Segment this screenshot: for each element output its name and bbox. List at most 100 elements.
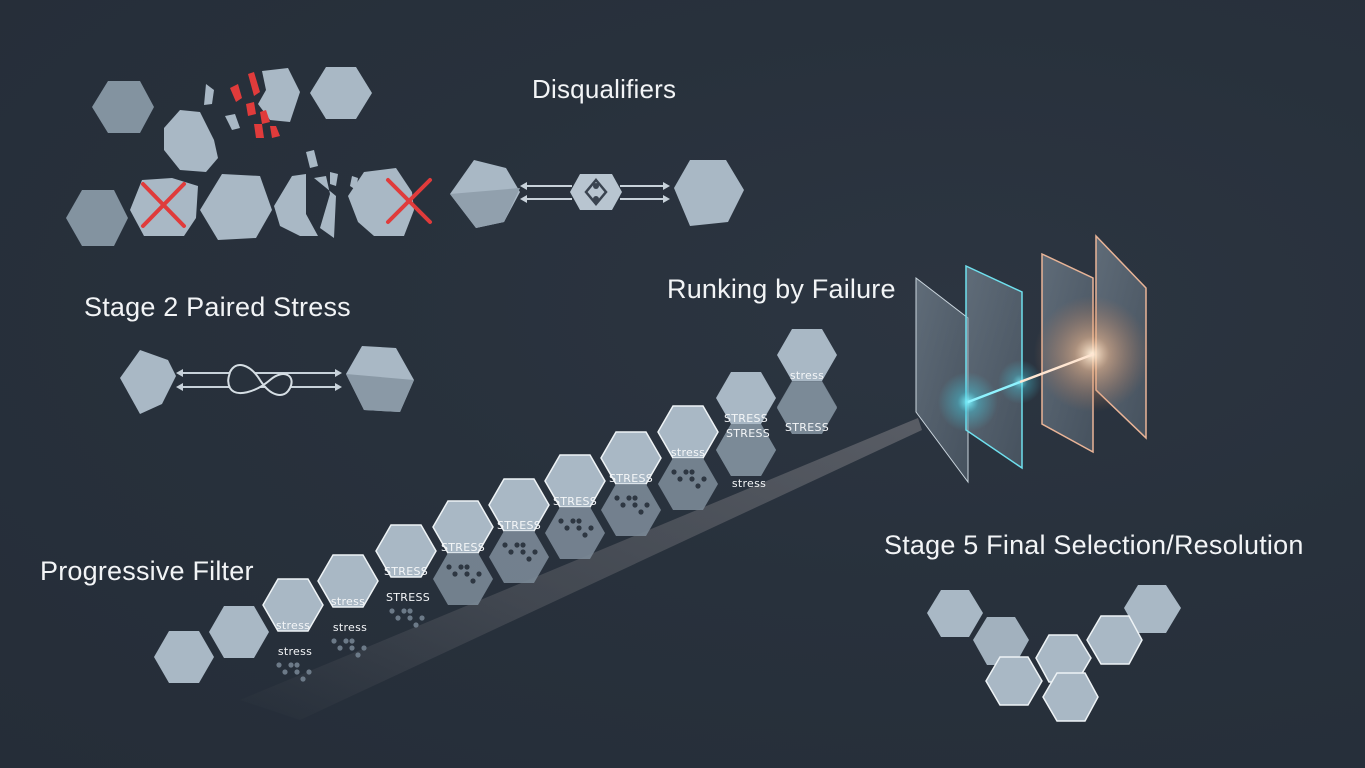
- particle-dot: [689, 469, 695, 475]
- stress-label: STRESS: [553, 495, 597, 508]
- twisted-link-icon: [227, 364, 293, 396]
- filter-hexagon-icon: [777, 382, 837, 434]
- particle-dot: [395, 615, 401, 621]
- particle-dot: [632, 502, 638, 508]
- hexagon-icon: [973, 617, 1029, 665]
- hexagon-icon: [310, 67, 372, 119]
- light-beam-icon: [1019, 352, 1095, 384]
- particle-dot: [564, 525, 570, 531]
- particle-dot: [446, 564, 452, 570]
- particle-dot: [401, 608, 407, 614]
- particle-dot: [520, 549, 526, 555]
- stress-label: STRESS: [785, 421, 829, 434]
- particle-dot: [276, 662, 282, 668]
- particle-dot: [671, 469, 677, 475]
- stage2-paired-stress: [120, 346, 414, 414]
- particle-dot: [683, 469, 689, 475]
- particle-dot: [464, 564, 470, 570]
- hexagon-icon: [716, 372, 776, 424]
- hexagon-icon: [262, 578, 324, 632]
- particle-dot: [300, 676, 306, 682]
- crossed-out-hexagon-icon: [130, 178, 198, 236]
- particle-dot: [343, 638, 349, 644]
- stress-label: stress: [276, 619, 310, 632]
- particle-dot: [632, 495, 638, 501]
- particle-dot: [306, 669, 312, 675]
- stress-label: STRESS: [609, 472, 653, 485]
- stress-label: stress: [671, 446, 705, 459]
- particle-dot: [701, 476, 707, 482]
- hexagon-icon: [657, 405, 719, 459]
- particle-dot: [614, 495, 620, 501]
- disqualifiers-title: Disqualifiers: [532, 74, 677, 104]
- particle-dot: [389, 608, 395, 614]
- hexagon-icon: [927, 590, 983, 637]
- hexagon-icon: [777, 329, 837, 381]
- particle-dot: [470, 578, 476, 584]
- stage5-title: Stage 5 Final Selection/Resolution: [884, 530, 1304, 560]
- hexagon-icon: [432, 500, 494, 554]
- particle-dot: [582, 532, 588, 538]
- particle-dot: [677, 476, 683, 482]
- particle-dot: [361, 645, 367, 651]
- hexagon-icon: [120, 350, 176, 414]
- stress-label: stress: [278, 645, 312, 658]
- progressive-title: Progressive Filter: [40, 556, 254, 586]
- hexagon-icon: [600, 431, 662, 485]
- particle-dot: [419, 615, 425, 621]
- stress-label: STRESS: [384, 565, 428, 578]
- glass-pane-icon: [915, 276, 969, 484]
- shattered-hexagon-icon: [164, 68, 300, 172]
- ranking-panes: [915, 234, 1150, 484]
- particle-dot: [294, 669, 300, 675]
- particle-dot: [331, 638, 337, 644]
- crossed-out-hexagon-icon: [348, 168, 432, 236]
- hexagon-icon: [375, 524, 437, 578]
- particle-dot: [620, 502, 626, 508]
- paired-hexagons-link-icon: [450, 160, 744, 228]
- stress-label: stress: [732, 477, 766, 490]
- particle-dot: [337, 645, 343, 651]
- hexagon-icon: [985, 656, 1043, 706]
- particle-dot: [638, 509, 644, 515]
- particle-dot: [458, 564, 464, 570]
- particle-dot: [532, 549, 538, 555]
- cracked-hexagon-icon: [274, 150, 358, 238]
- filter-hexagon-icon: [601, 484, 661, 536]
- light-beam-icon: [967, 380, 1021, 404]
- particle-dot: [349, 645, 355, 651]
- particle-dot: [452, 571, 458, 577]
- particle-dot: [355, 652, 361, 658]
- particle-dot: [294, 662, 300, 668]
- hexagon-icon: [200, 174, 272, 240]
- ranking-title: Runking by Failure: [667, 274, 896, 304]
- stress-label: STRESS: [497, 519, 541, 532]
- filter-hexagon-icon: [716, 424, 776, 476]
- hexagon-icon: [1035, 634, 1092, 683]
- hexagon-icon: [317, 554, 379, 608]
- progressive-filter-stairs: stressstressstressstressSTRESSSTRESSSTRE…: [154, 329, 837, 683]
- particle-dot: [526, 556, 532, 562]
- particle-dot: [626, 495, 632, 501]
- particle-dot: [413, 622, 419, 628]
- particle-dot: [588, 525, 594, 531]
- particle-dot: [508, 549, 514, 555]
- particle-dot: [644, 502, 650, 508]
- stage2-title: Stage 2 Paired Stress: [84, 292, 351, 322]
- hexagon-icon: [209, 606, 269, 658]
- particle-dot: [570, 518, 576, 524]
- filter-hexagon-icon: [658, 458, 718, 510]
- hexagon-icon: [66, 190, 128, 246]
- link-hub-icon: [570, 174, 622, 210]
- hexagon-icon: [1124, 585, 1181, 633]
- hexagon-icon: [1042, 672, 1099, 722]
- hexagon-icon: [92, 81, 154, 133]
- hexagon-icon: [1086, 615, 1143, 665]
- stress-label: STRESS: [386, 591, 430, 604]
- particle-dot: [695, 483, 701, 489]
- particle-dot: [689, 476, 695, 482]
- particle-dot: [576, 525, 582, 531]
- stress-label: stress: [331, 595, 365, 608]
- hexagon-icon: [154, 631, 214, 683]
